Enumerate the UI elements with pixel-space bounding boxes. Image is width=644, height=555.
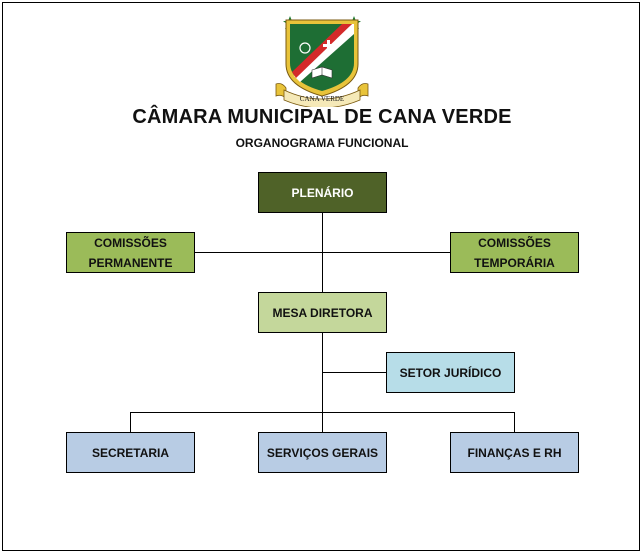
- logo-ribbon-text: CANA VERDE: [300, 95, 344, 103]
- node-servicos-gerais-label: SERVIÇOS GERAIS: [266, 445, 379, 460]
- node-comissoes-permanente-line2: PERMANENTE: [88, 255, 173, 270]
- coat-of-arms-logo: CANA VERDE: [275, 16, 369, 107]
- node-plenario-label: PLENÁRIO: [291, 185, 354, 200]
- page-subtitle: ORGANOGRAMA FUNCIONAL: [235, 136, 409, 150]
- node-financas-rh: FINANÇAS E RH: [450, 432, 579, 473]
- node-comissoes-permanente: COMISSÕES PERMANENTE: [66, 232, 195, 273]
- node-comissoes-temporaria-line1: COMISSÕES: [478, 235, 551, 250]
- node-setor-juridico: SETOR JURÍDICO: [386, 352, 515, 393]
- page-title: CÂMARA MUNICIPAL DE CANA VERDE: [132, 106, 512, 128]
- node-plenario: PLENÁRIO: [258, 172, 387, 213]
- node-comissoes-permanente-line1: COMISSÕES: [94, 235, 167, 250]
- node-setor-juridico-label: SETOR JURÍDICO: [399, 365, 502, 380]
- page-frame: [2, 2, 640, 551]
- node-mesa-diretora: MESA DIRETORA: [258, 292, 387, 333]
- node-comissoes-temporaria-line2: TEMPORÁRIA: [474, 255, 555, 270]
- node-mesa-diretora-label: MESA DIRETORA: [272, 305, 373, 320]
- node-comissoes-temporaria: COMISSÕES TEMPORÁRIA: [450, 232, 579, 273]
- node-financas-rh-label: FINANÇAS E RH: [467, 445, 562, 460]
- node-secretaria-label: SECRETARIA: [91, 445, 170, 460]
- node-secretaria: SECRETARIA: [66, 432, 195, 473]
- node-servicos-gerais: SERVIÇOS GERAIS: [258, 432, 387, 473]
